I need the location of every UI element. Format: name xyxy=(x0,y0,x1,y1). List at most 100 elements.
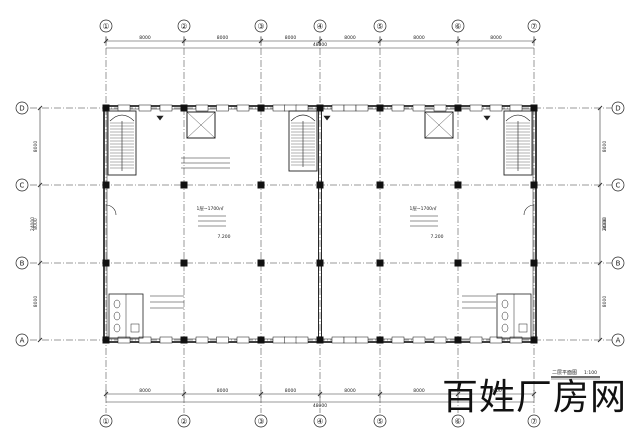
bay-dim-top: 8000 xyxy=(413,35,425,41)
column xyxy=(257,259,265,267)
stair-landing xyxy=(505,114,531,122)
row-dim-right: 8000 xyxy=(602,218,608,230)
grid-label-col: ④ xyxy=(316,417,323,426)
window-top xyxy=(433,104,447,112)
column xyxy=(454,259,462,267)
column xyxy=(316,336,324,344)
dim-tick xyxy=(597,337,603,343)
grid-bubble-col-top xyxy=(254,19,268,33)
column xyxy=(454,181,462,189)
window-top xyxy=(117,104,131,112)
window-top xyxy=(331,104,345,112)
column xyxy=(102,336,110,344)
window-bottom xyxy=(391,336,405,344)
column xyxy=(102,181,110,189)
marker-triangle xyxy=(483,115,491,121)
grid-label-col: ③ xyxy=(257,417,264,426)
window-top xyxy=(159,104,173,112)
grid-label-row: A xyxy=(20,337,25,345)
stairs-and-fixtures xyxy=(105,110,535,339)
grid-bubble-col-top xyxy=(99,19,113,33)
dim-tick xyxy=(597,182,603,188)
window-bottom xyxy=(117,336,131,344)
building-walls xyxy=(103,104,537,344)
column xyxy=(530,259,538,267)
window-bottom xyxy=(489,336,503,344)
window-top xyxy=(272,104,286,112)
window-top xyxy=(469,104,483,112)
toilet xyxy=(501,299,509,309)
grid-label-col: ⑥ xyxy=(454,22,461,31)
window-top xyxy=(391,104,405,112)
sink xyxy=(130,323,140,333)
room-area-right: 1层~1700㎡ xyxy=(409,205,437,212)
window-bottom xyxy=(236,336,250,344)
grid-bubble-col-top xyxy=(527,19,541,33)
column xyxy=(530,181,538,189)
bay-dim-bottom: 8000 xyxy=(344,388,356,394)
dim-tick xyxy=(597,105,603,111)
window-bottom xyxy=(138,336,152,344)
toilet xyxy=(113,311,121,321)
row-dim-left: 8000 xyxy=(33,296,39,308)
grid-bubble-col-bottom xyxy=(99,414,113,428)
structural-columns xyxy=(102,104,538,344)
elevator-left xyxy=(186,111,216,139)
dim-tick xyxy=(37,182,43,188)
plan-scale: 1:100 xyxy=(584,370,597,376)
grid-lines xyxy=(30,36,612,413)
column xyxy=(102,259,110,267)
bay-dim-top: 8000 xyxy=(344,35,356,41)
grid-label-col: ① xyxy=(102,22,109,31)
dim-tick xyxy=(597,260,603,266)
window-bottom xyxy=(331,336,345,344)
overall-width-top: 48000 xyxy=(313,42,327,48)
grid-bubble-row-left xyxy=(15,101,29,115)
bay-dim-top: 8000 xyxy=(217,35,229,41)
door-swing-left xyxy=(105,204,117,216)
grid-bubble-row-left xyxy=(15,178,29,192)
window-top xyxy=(236,104,250,112)
grid-label-col: ① xyxy=(102,417,109,426)
bay-dim-bottom: 8000 xyxy=(490,388,502,394)
grid-bubble-col-top xyxy=(313,19,327,33)
column xyxy=(180,336,188,344)
bay-dim-top: 8000 xyxy=(490,35,502,41)
stair-left xyxy=(107,110,137,176)
overall-width-bottom: 48000 xyxy=(313,403,327,409)
window-top xyxy=(138,104,152,112)
grid-bubble-col-top xyxy=(451,19,465,33)
grid-label-row: C xyxy=(616,182,621,190)
grid-bubble-row-left xyxy=(15,333,29,347)
window-top xyxy=(343,104,357,112)
grid-label-col: ⑥ xyxy=(454,417,461,426)
column xyxy=(316,104,324,112)
marker-triangle xyxy=(156,115,164,121)
room-elev-right: 7.200 xyxy=(431,234,444,240)
grid-label-col: ② xyxy=(180,417,187,426)
column xyxy=(102,104,110,112)
grid-label-col: ③ xyxy=(257,22,264,31)
bay-dim-top: 8000 xyxy=(285,35,297,41)
stair-center xyxy=(288,110,318,172)
window-bottom xyxy=(195,336,209,344)
window-bottom xyxy=(284,336,297,344)
plan-title: 二层平面图 xyxy=(552,370,577,376)
grid-bubble-col-bottom xyxy=(254,414,268,428)
grid-bubble-row-right xyxy=(611,101,625,115)
window-bottom xyxy=(412,336,426,344)
window-bottom xyxy=(159,336,173,344)
column xyxy=(180,181,188,189)
overall-depth-right: 24000 xyxy=(602,217,608,231)
row-dim-left: 8000 xyxy=(33,218,39,230)
row-dim-left: 8000 xyxy=(33,141,39,153)
grid-label-col: ⑤ xyxy=(376,22,383,31)
window-top xyxy=(295,104,309,112)
shaft-cross xyxy=(424,111,454,139)
door-swing-right xyxy=(523,204,535,216)
dimension-lines xyxy=(37,37,603,403)
dimension-labels: 8000 8000 8000 8000 8000 8000 8000 8000 8000 8000… xyxy=(33,35,608,394)
window-top xyxy=(489,104,503,112)
window-top xyxy=(284,104,297,112)
